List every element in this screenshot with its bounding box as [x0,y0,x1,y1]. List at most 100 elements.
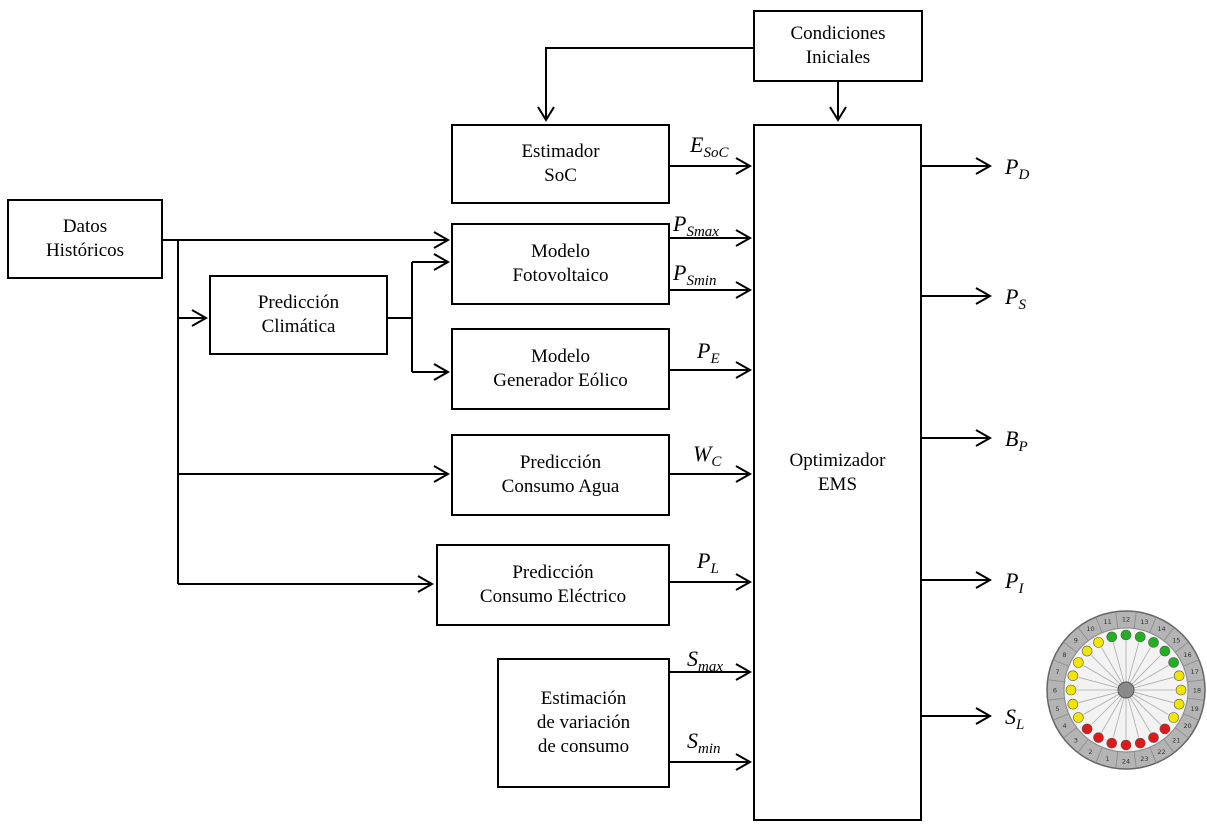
label-bp: BP [1005,426,1028,455]
dial-hour-indicator [1120,629,1132,641]
dial-hour-number: 6 [1053,687,1057,695]
block-estimador-soc: Estimador SoC [451,124,670,204]
dial-hour-number: 12 [1122,616,1130,624]
dial-hour-indicator [1093,637,1104,648]
dial-hour-number: 7 [1055,668,1059,676]
dial-hour-indicator [1067,698,1079,710]
label-ps-base: P [1005,284,1019,309]
dial-hour-indicator [1168,712,1179,723]
dial-divider [1174,727,1189,739]
dial-hour-indicator [1081,645,1093,657]
label-pl-base: P [697,548,711,573]
dial-divider [1133,611,1137,629]
label-pe: PE [697,338,720,367]
dial-divider [1063,727,1078,739]
label-sl: SL [1005,706,1024,733]
dial-hour-number: 24 [1122,758,1130,766]
label-pd-sub: D [1018,167,1030,183]
dial-hour-indicator [1106,631,1118,643]
dial-divider [1187,697,1205,701]
dial-hour-indicator [1148,732,1159,743]
label-smax-base: S [687,646,698,671]
label-bp-base: B [1005,426,1019,451]
dial-divider [1052,713,1069,721]
dial-divider [1149,616,1157,633]
dial-hour-indicator [1073,657,1084,668]
label-smin-base: S [687,728,698,753]
block-estimacion-variacion-line3: de consumo [537,736,630,757]
label-wc: WC [693,441,721,470]
dial-divider [1133,751,1137,769]
block-modelo-generador-eolico: Modelo Generador Eólico [451,328,670,410]
label-esoc-base: E [690,132,704,157]
label-smin: Smin [687,728,721,757]
block-datos-historicos-line2: Históricos [45,240,125,261]
dial-hour-number: 23 [1140,755,1148,763]
label-wc-base: W [693,441,712,466]
dial-divider [1163,738,1175,753]
dial-hour-number: 21 [1172,737,1180,745]
dial-hour-indicator [1067,670,1079,682]
dial-hour-number: 16 [1183,651,1191,659]
dial-hour-indicator [1134,631,1146,643]
block-modelo-fotovoltaico: Modelo Fotovoltaico [451,223,670,305]
dial-divider [1095,747,1103,764]
dial-divider [1187,679,1205,683]
dial-divider [1183,713,1200,721]
block-modelo-generador-eolico-line1: Modelo [530,346,591,367]
block-prediccion-consumo-electrico-line1: Predicción [512,562,594,583]
dial-hour-number: 11 [1103,618,1111,626]
dial-hour-indicator [1159,645,1171,657]
block-prediccion-consumo-agua: Predicción Consumo Agua [451,434,670,516]
dial-hour-indicator [1148,637,1159,648]
block-prediccion-climatica: Predicción Climática [209,275,388,355]
block-optimizador-ems-line2: EMS [817,473,858,495]
block-prediccion-consumo-agua-line1: Predicción [519,452,602,473]
block-optimizador-ems-line1: Optimizador [789,449,886,471]
label-bp-sub: P [1018,439,1028,455]
dial-hour-indicator [1134,737,1146,749]
block-condiciones-iniciales: Condiciones Iniciales [753,10,923,82]
dial-hour-indicator [1120,739,1132,751]
dial-divider [1149,747,1157,764]
block-datos-historicos-line1: Datos [62,216,108,237]
label-pi-base: P [1005,568,1019,593]
dial-hour-number: 1 [1106,755,1110,763]
block-estimacion-variacion-line1: Estimación [540,688,627,709]
dial-hour-indicator [1175,684,1187,696]
dial-hour-number: 8 [1062,651,1066,659]
label-wc-sub: C [711,454,722,470]
label-pi-sub: I [1018,581,1024,597]
dial-hour-number: 13 [1140,618,1148,626]
block-estimador-soc-line2: SoC [544,165,577,186]
label-smin-sub: min [698,741,721,757]
block-estimacion-variacion-line2: de variación [536,712,631,733]
dial-hour-number: 15 [1172,636,1180,644]
block-condiciones-iniciales-line1: Condiciones [790,23,886,44]
label-pe-base: P [697,338,711,363]
dial-hour-number: 17 [1190,668,1198,676]
label-psmax: PSmax [673,211,719,240]
dial-divider [1095,616,1103,633]
dial-divider [1163,627,1175,642]
dial-hour-indicator [1093,732,1104,743]
dial-divider [1183,659,1200,667]
label-psmin-sub: Smin [686,273,717,289]
dial-hour-number: 22 [1157,748,1165,756]
dial-hour-number: 18 [1193,687,1201,695]
dial-hour-indicator [1173,698,1185,710]
dial-divider [1047,679,1065,683]
block-modelo-fotovoltaico-line1: Modelo [530,241,591,262]
dial-hour-number: 3 [1074,737,1078,745]
dial-hour-indicator [1159,723,1171,735]
dial-hour-number: 9 [1074,636,1078,644]
block-condiciones-iniciales-line2: Iniciales [805,47,871,68]
dial-divider [1115,751,1119,769]
label-pd: PD [1005,156,1029,183]
label-pe-sub: E [710,351,720,367]
label-psmax-base: P [673,211,687,236]
block-modelo-fotovoltaico-line2: Fotovoltaico [512,265,609,286]
label-smax: Smax [687,646,723,675]
